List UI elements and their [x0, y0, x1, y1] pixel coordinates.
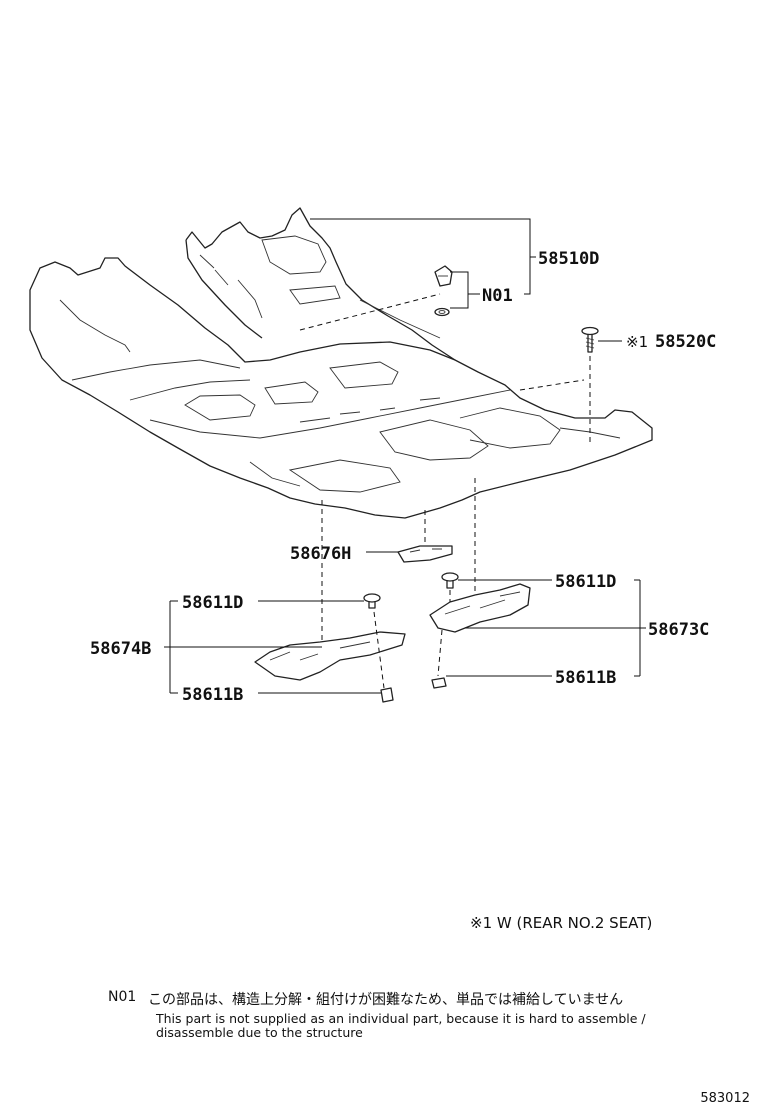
callout-58676H: 58676H — [290, 544, 351, 564]
callout-58673C: 58673C — [648, 620, 709, 640]
callout-58611D-right: 58611D — [555, 572, 616, 592]
callout-N01: N01 — [482, 286, 513, 306]
figure-id: 583012 — [700, 1091, 750, 1106]
callout-58674B: 58674B — [90, 639, 151, 659]
callout-58611B-left: 58611B — [182, 685, 243, 705]
callout-labels: 58510D N01 ※1 58520C 58676H 58611D 58674… — [90, 249, 716, 705]
n01-note-japanese: この部品は、構造上分解・組付けが困難なため、単品では補給していません — [148, 992, 624, 1008]
callout-58520C: 58520C — [655, 332, 716, 352]
assembly-lines — [299, 293, 591, 689]
n01-clip-illustration — [434, 265, 453, 317]
mark-note: ※1 W (REAR NO.2 SEAT) — [470, 914, 653, 932]
n01-note-english: This part is not supplied as an individu… — [156, 1011, 646, 1040]
callout-58510D: 58510D — [538, 249, 599, 269]
callout-58611D-left: 58611D — [182, 593, 243, 613]
bracket-illustration — [397, 545, 453, 563]
screw-illustration — [581, 326, 599, 353]
leader-lines — [164, 218, 646, 694]
n01-note-code: N01 — [108, 989, 137, 1005]
screw-mark: ※1 — [626, 333, 648, 351]
right-cover-illustration — [429, 572, 531, 689]
left-cover-illustration — [254, 593, 406, 703]
callout-58611B-right: 58611B — [555, 668, 616, 688]
